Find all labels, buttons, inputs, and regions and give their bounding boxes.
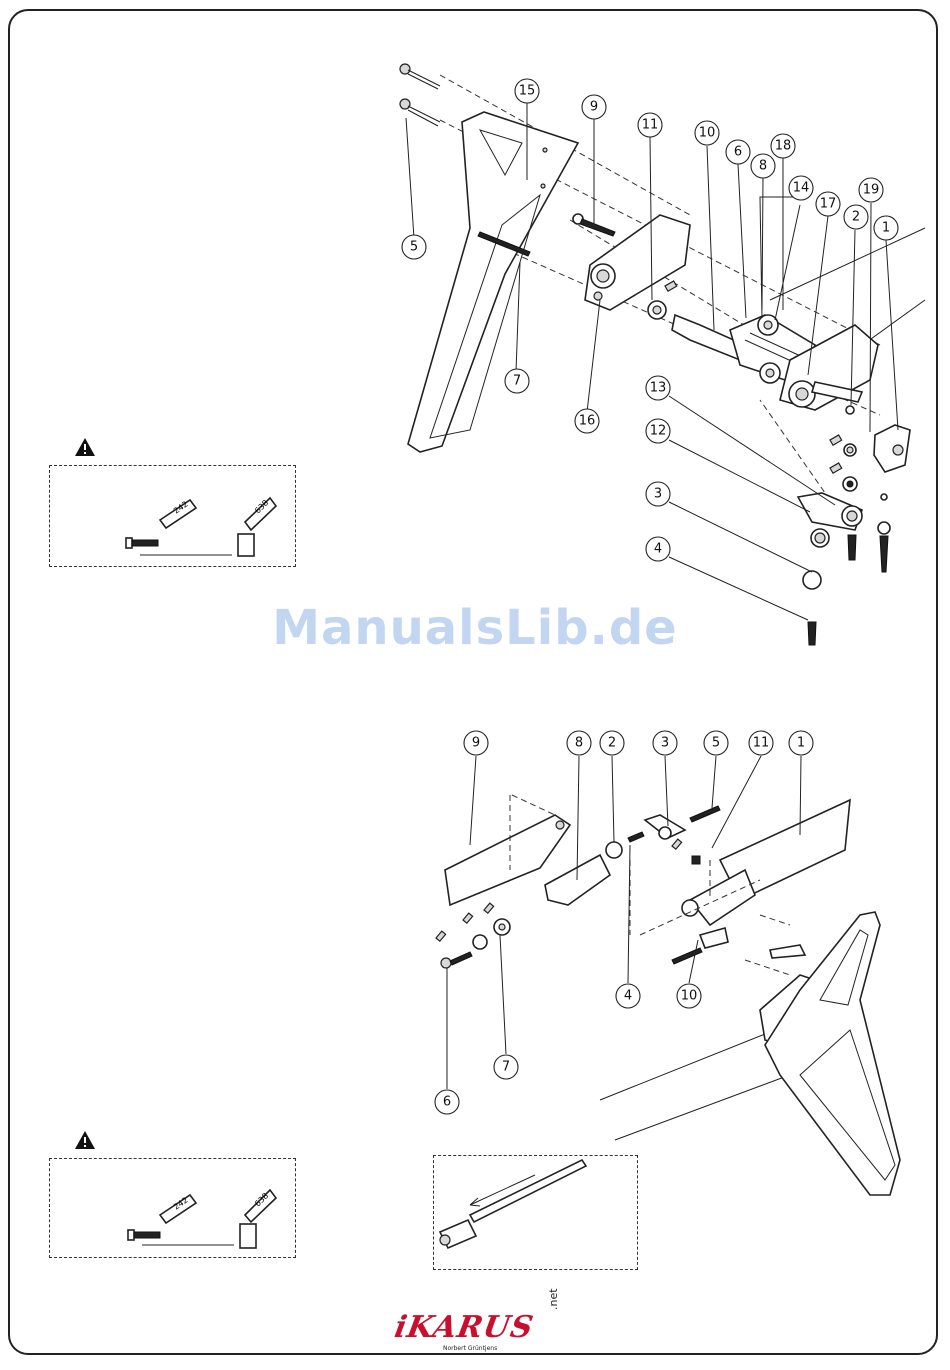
callout-13: 13	[646, 376, 670, 400]
callout-18: 18	[771, 134, 795, 158]
threadlock-box-top	[49, 465, 296, 567]
svg-text:19: 19	[863, 183, 880, 198]
svg-text:18: 18	[775, 139, 792, 154]
svg-text:17: 17	[820, 197, 837, 212]
callout-2: 2	[844, 205, 868, 229]
screw-9	[580, 219, 615, 236]
svg-text:10: 10	[699, 126, 716, 141]
svg-text:7: 7	[502, 1060, 510, 1075]
svg-text:6: 6	[443, 1095, 451, 1110]
warning-triangle-icon-2	[75, 1131, 95, 1149]
callout-bottom-7: 7	[494, 1055, 518, 1079]
callout-12: 12	[646, 419, 670, 443]
callout-7: 7	[505, 369, 529, 393]
svg-text:5: 5	[712, 736, 720, 751]
svg-text:6: 6	[734, 145, 742, 160]
svg-text:7: 7	[513, 374, 521, 389]
svg-text:12: 12	[650, 424, 667, 439]
svg-text:8: 8	[575, 736, 583, 751]
callout-bottom-11: 11	[749, 731, 773, 755]
callout-3: 3	[646, 482, 670, 506]
shaft-detail-box	[433, 1155, 638, 1270]
svg-text:5: 5	[410, 240, 418, 255]
ikarus-logo: iKARUS .net Norbert Grüntjens	[395, 1310, 565, 1358]
callout-5: 5	[402, 235, 426, 259]
callout-bottom-8: 8	[567, 731, 591, 755]
callout-bottom-10: 10	[677, 984, 701, 1008]
callout-bottom-5: 5	[704, 731, 728, 755]
callout-15: 15	[515, 79, 539, 103]
callout-6: 6	[726, 140, 750, 164]
callout-1: 1	[874, 216, 898, 240]
bottom-assembly	[436, 795, 900, 1195]
svg-text:2: 2	[852, 210, 860, 225]
bellcrank	[874, 425, 910, 472]
callout-bottom-6: 6	[435, 1090, 459, 1114]
logo-tagline: Norbert Grüntjens	[443, 1345, 497, 1352]
svg-text:11: 11	[642, 118, 659, 133]
svg-text:4: 4	[654, 542, 662, 557]
svg-text:9: 9	[472, 736, 480, 751]
callout-4: 4	[646, 537, 670, 561]
callout-16: 16	[575, 409, 599, 433]
logo-suffix: .net	[547, 1288, 560, 1310]
svg-text:16: 16	[579, 414, 596, 429]
callout-10: 10	[695, 121, 719, 145]
warning-triangle-icon	[75, 438, 95, 456]
callout-8: 8	[751, 154, 775, 178]
callout-11: 11	[638, 113, 662, 137]
svg-text:10: 10	[681, 989, 698, 1004]
callout-14: 14	[789, 176, 813, 200]
svg-text:2: 2	[608, 736, 616, 751]
vertical-fin	[408, 112, 578, 452]
svg-text:1: 1	[882, 221, 890, 236]
svg-text:15: 15	[519, 84, 536, 99]
callout-bottom-9: 9	[464, 731, 488, 755]
svg-text:9: 9	[590, 100, 598, 115]
svg-text:1: 1	[797, 736, 805, 751]
callout-bottom-2: 2	[600, 731, 624, 755]
svg-text:13: 13	[650, 381, 667, 396]
svg-text:11: 11	[753, 736, 770, 751]
svg-text:3: 3	[654, 487, 662, 502]
callout-bottom-1: 1	[789, 731, 813, 755]
callouts-bottom: 1 2 3 4 5 6 7 8 9 10 11	[435, 731, 813, 1114]
watermark: ManualsLib.de	[0, 600, 950, 656]
callout-17: 17	[816, 192, 840, 216]
screw-5	[400, 64, 440, 126]
callout-19: 19	[859, 178, 883, 202]
callout-9: 9	[582, 95, 606, 119]
svg-text:3: 3	[661, 736, 669, 751]
svg-text:8: 8	[759, 159, 767, 174]
logo-brand: iKARUS	[392, 1310, 536, 1345]
threadlock-box-bottom	[49, 1158, 296, 1258]
svg-text:14: 14	[793, 181, 810, 196]
callout-bottom-3: 3	[653, 731, 677, 755]
callout-bottom-4: 4	[616, 984, 640, 1008]
svg-text:4: 4	[624, 989, 632, 1004]
